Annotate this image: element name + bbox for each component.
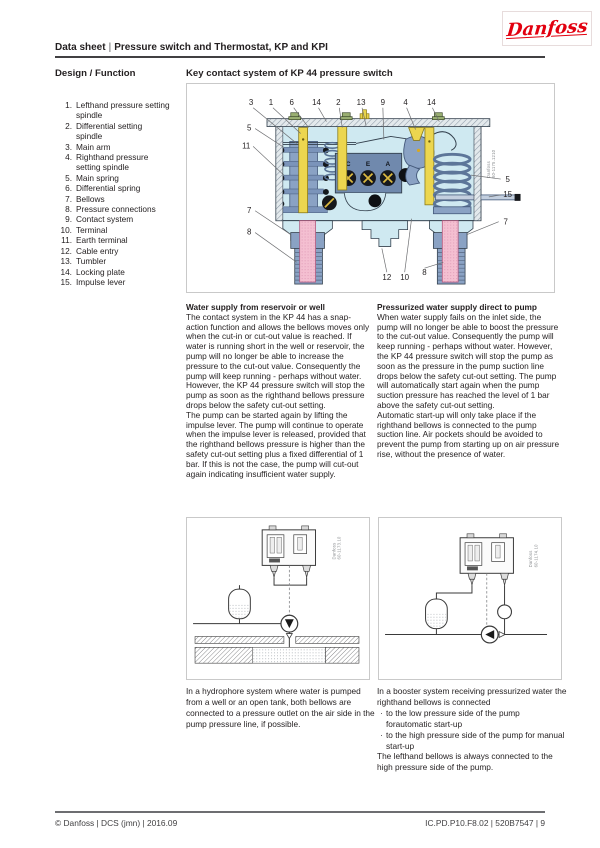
booster-schematic: Danfoss 60-1174.10 xyxy=(385,533,548,644)
booster-caption-bullets: ·to the low pressure side of the pump fo… xyxy=(377,708,567,752)
document-title: Data sheet|Pressure switch and Thermosta… xyxy=(55,42,328,53)
right-column-body: When water supply fails on the inlet sid… xyxy=(377,311,561,460)
piping xyxy=(385,585,548,636)
terminal-letter: C xyxy=(346,161,351,168)
differential-spindle xyxy=(337,126,348,191)
parts-list-item: 3.Main arm xyxy=(65,141,111,152)
diagram-callout: 4 xyxy=(403,98,408,107)
pump xyxy=(280,614,299,640)
diagram-callout: 14 xyxy=(312,98,321,107)
drawing-number: Danfoss 60-1175.1210 xyxy=(486,149,496,178)
right-column-heading: Pressurized water supply direct to pump xyxy=(377,302,537,312)
pressure-switch-cross-section: CEA xyxy=(242,98,521,285)
pressure-connection-right xyxy=(432,220,468,285)
diagram-callout: 7 xyxy=(503,218,507,227)
footer-copyright: © Danfoss | DCS (jmn) | 2016.09 xyxy=(55,818,178,828)
parts-list-item: 11.Earth terminal xyxy=(61,235,128,246)
diagram-callout: 3 xyxy=(249,98,254,107)
air-vessel xyxy=(497,604,513,620)
hydrophore-caption: In a hydrophore system where water is pu… xyxy=(186,686,375,729)
diagram-callout: 8 xyxy=(247,228,252,237)
diagram-callout: 5 xyxy=(505,175,510,184)
parts-list-item: 8.Pressure connections xyxy=(65,204,156,215)
booster-caption-outro: The lefthand bellows is always connected… xyxy=(377,751,553,773)
lefthand-spindle xyxy=(298,127,308,214)
figure-hydrophore-system: Danfoss 60-1173.10 xyxy=(186,517,370,680)
drawing-number: Danfoss 60-1174.10 xyxy=(528,544,538,568)
body-paragraph: When water supply fails on the inlet sid… xyxy=(377,311,559,410)
danfoss-logo-text: Danfoss xyxy=(505,15,589,42)
parts-list-item: 7.Bellows xyxy=(65,193,105,204)
body-paragraph: Automatic start-up will only take place … xyxy=(377,409,560,459)
caption-bullet: ·to the low pressure side of the pump fo… xyxy=(380,707,520,729)
bellows-left xyxy=(299,220,316,283)
section-heading: Design / Function xyxy=(55,68,136,79)
caption-bullet: ·to the high pressure side of the pump f… xyxy=(380,729,565,751)
title-separator: | xyxy=(108,42,112,53)
housing-walls xyxy=(266,118,491,221)
pump xyxy=(480,625,506,644)
well xyxy=(194,636,360,664)
booster-caption: In a booster system receiving pressurize… xyxy=(377,686,567,773)
pressure-connection-left xyxy=(290,220,325,285)
figure1-title: Key contact system of KP 44 pressure swi… xyxy=(186,68,393,79)
header-divider xyxy=(55,56,545,58)
diagram-callout: 6 xyxy=(290,98,295,107)
pressure-tank xyxy=(228,588,251,620)
cable-entry xyxy=(361,220,409,247)
pressure-tank xyxy=(425,598,448,630)
diagram-callout: 8 xyxy=(422,268,427,277)
spindle-funnel xyxy=(408,127,426,141)
diagram-callout: 14 xyxy=(427,98,436,107)
figure-booster-system: Danfoss 60-1174.10 xyxy=(378,517,562,680)
body-paragraph: The pump can be started again by lifting… xyxy=(186,409,366,479)
diagram-callout: 11 xyxy=(242,141,251,150)
body-paragraph: The contact system in the KP 44 has a sn… xyxy=(186,311,370,410)
diagram-callout: 1 xyxy=(269,98,274,107)
parts-list-item: 12.Cable entry xyxy=(60,245,119,256)
parts-list-item: 10.Terminal xyxy=(60,224,108,235)
danfoss-logo: Danfoss xyxy=(502,11,592,46)
doc-type-label: Data sheet xyxy=(55,42,106,53)
parts-list-item: 6.Differential spring xyxy=(65,183,141,194)
doc-title-text: Pressure switch and Thermostat, KP and K… xyxy=(114,42,328,53)
terminal-screws xyxy=(340,170,396,187)
diagram-callout: 10 xyxy=(400,273,409,282)
callout-layer: 3 1 6 14 2 13 9 4 14 5 11 7 8 5 15 7 12 10 8 xyxy=(242,98,513,282)
diagram-callout: 15 xyxy=(503,190,512,199)
diagram-callout: 5 xyxy=(247,124,252,133)
right-column: Pressurized water supply direct to pump … xyxy=(377,302,561,460)
diagram-callout: 12 xyxy=(382,273,391,282)
left-column: Water supply from reservoir or well The … xyxy=(186,302,370,480)
diagram-callout: 2 xyxy=(336,98,340,107)
left-column-body: The contact system in the KP 44 has a sn… xyxy=(186,311,370,480)
diagram-callout: 9 xyxy=(381,98,386,107)
parts-list-item: 1.Lefthand pressure setting spindle xyxy=(65,100,170,121)
diagram-callout: 13 xyxy=(357,98,366,107)
kp-switch-device xyxy=(459,533,514,586)
terminal-letter: E xyxy=(366,161,371,168)
locking-plate xyxy=(266,118,491,127)
footer-doc-number: IC.PD.P10.F8.02 | 520B7547 | 9 xyxy=(425,818,545,828)
booster-caption-intro: In a booster system receiving pressurize… xyxy=(377,686,567,707)
parts-list-item: 13.Tumbler xyxy=(60,256,107,267)
diagram-callout: 7 xyxy=(247,206,251,215)
kp-switch-device xyxy=(261,525,317,578)
footer-divider xyxy=(55,811,545,813)
left-column-heading: Water supply from reservoir or well xyxy=(186,302,325,312)
parts-list-item: 15.Impulse lever xyxy=(60,276,126,287)
hydrophore-schematic: Danfoss 60-1173.10 xyxy=(193,525,360,664)
parts-list-item: 5.Main spring xyxy=(65,172,119,183)
cover-bolts xyxy=(288,109,445,121)
parts-list-item: 2.Differential setting spindle xyxy=(65,120,143,142)
drawing-number: Danfoss 60-1173.10 xyxy=(331,536,341,560)
righthand-spindle xyxy=(424,127,435,206)
bellows-right xyxy=(441,220,459,283)
parts-list-item: 4.Righthand pressure setting spindle xyxy=(65,152,149,173)
parts-list-item: 14.Locking plate xyxy=(60,266,125,277)
terminal-letter: A xyxy=(386,161,391,168)
parts-list-item: 9.Contact system xyxy=(65,214,134,225)
